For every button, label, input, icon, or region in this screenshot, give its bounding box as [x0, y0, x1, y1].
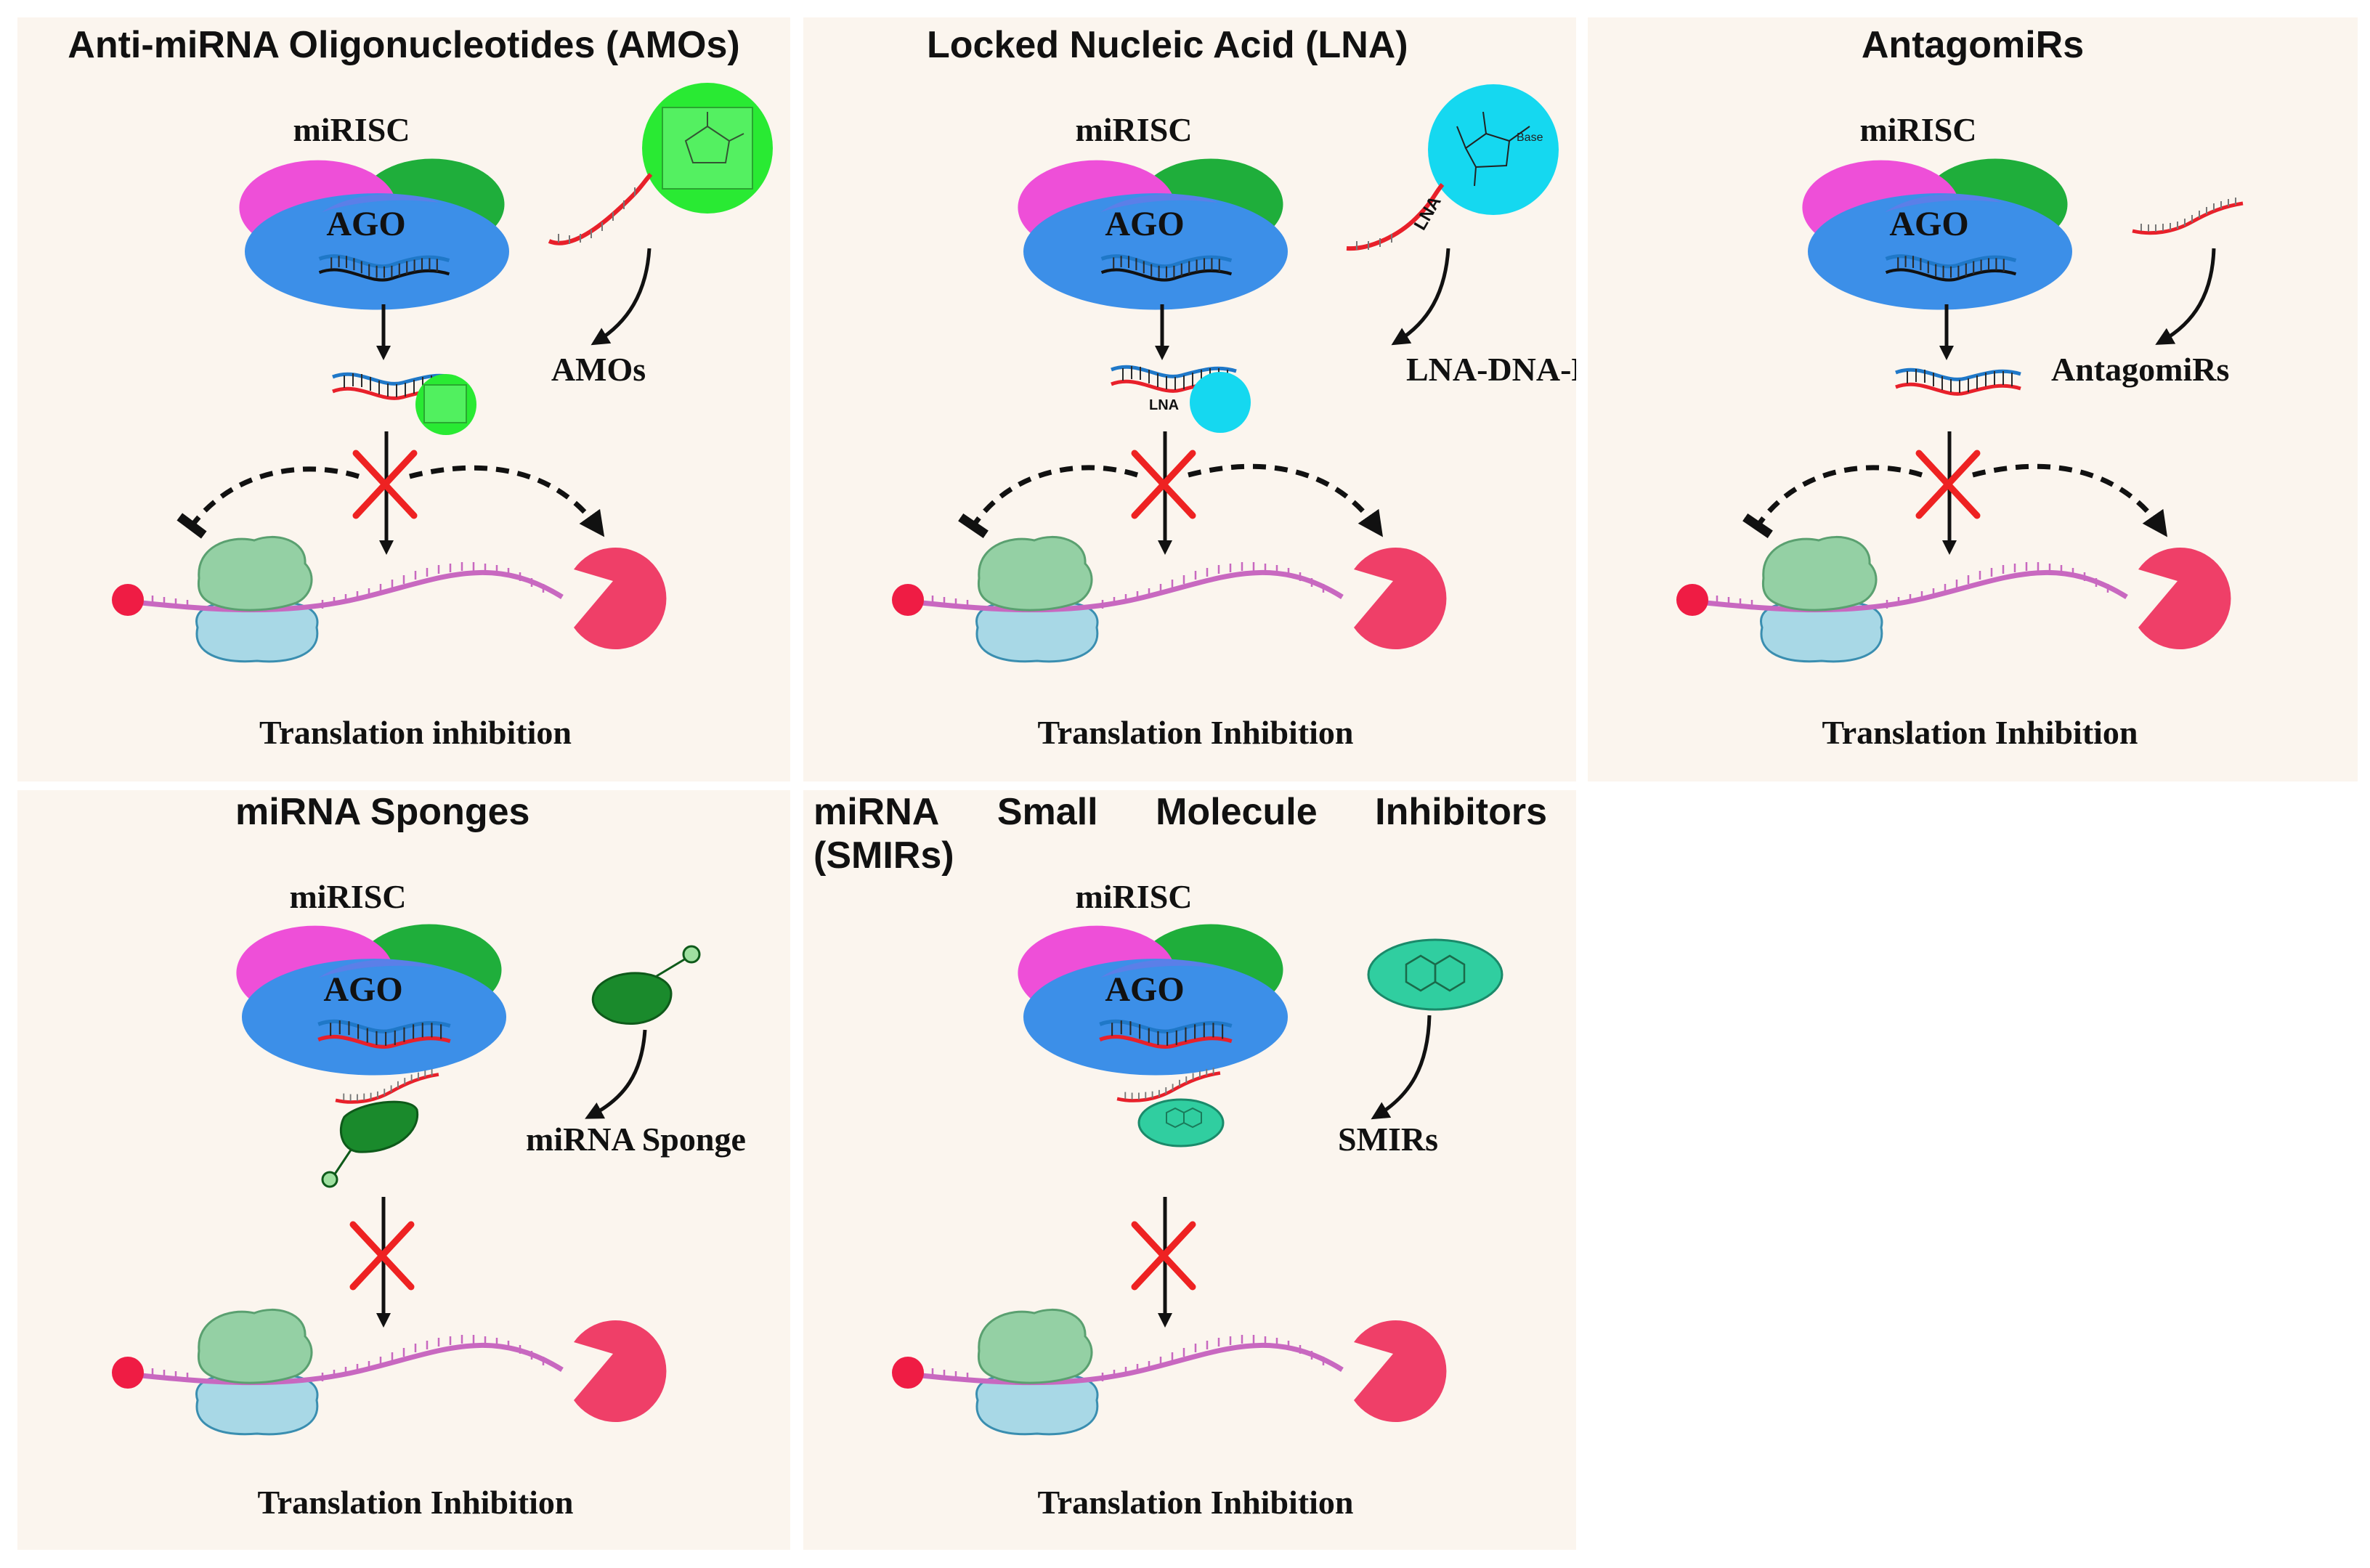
arrow-icon [1391, 248, 1450, 346]
bottom-label: Translation Inhibition [1822, 714, 2138, 751]
panel-lna: Locked Nucleic Acid (LNA) miRISC AGO LNA… [803, 17, 1576, 781]
complex-label: miRISC [1859, 111, 1976, 148]
strand-tag: LNA [1149, 397, 1179, 413]
arrow-icon [2155, 248, 2216, 345]
title-word: Small [997, 791, 1098, 833]
sponge-bound-icon [339, 1100, 419, 1153]
ribosome-translation-icon [1676, 537, 2231, 661]
base-tag: Base [1517, 131, 1543, 144]
title-line-2: (SMIRs) [813, 834, 954, 877]
panel-title: Anti-miRNA Oligonucleotides (AMOs) [68, 24, 740, 66]
bottom-label: Translation Inhibition [1037, 1484, 1353, 1521]
panel-title: miRNA Small Molecule Inhibitors (SMIRs) [813, 790, 1547, 877]
cross-icon [1915, 450, 1981, 519]
antagomirs-diagram: miRISC AGO AntagomiRs Translation Inhibi… [1588, 111, 2358, 751]
complex-label: miRISC [1075, 111, 1192, 148]
arrow-icon [591, 248, 652, 346]
ago-label: AGO [1105, 970, 1184, 1009]
bottom-label: Translation Inhibition [257, 1484, 573, 1521]
arrow-icon [585, 1029, 647, 1119]
panel-sponges: miRNA Sponges miRISC AGO miRNA Sponge Tr… [17, 790, 790, 1550]
amos-diagram: miRISC AGO AMOs Translatio [17, 83, 773, 751]
decay-arc [409, 465, 605, 537]
sponges-diagram: miRISC AGO miRNA Sponge Translation Inhi… [17, 878, 746, 1521]
ribosome-translation-icon [112, 537, 666, 661]
cross-icon [349, 1221, 415, 1291]
cross-icon [1131, 450, 1196, 519]
cross-icon [352, 450, 418, 519]
complex-label: miRISC [293, 111, 410, 148]
smirs-diagram: miRISC AGO SMIRs Translation Inhibition [803, 878, 1503, 1521]
inhibition-arc [176, 466, 360, 539]
inhibitor-label: SMIRs [1338, 1121, 1438, 1158]
inhibitor-molecule-icon [591, 972, 673, 1025]
inhibition-arc [958, 465, 1139, 539]
mirna-antagomir-duplex-icon [1896, 369, 2021, 394]
inhibitor-label: LNA-DNA-Hybrid [1406, 351, 1576, 388]
ago-label: AGO [1889, 205, 1968, 243]
inhibition-arc [1742, 465, 1923, 539]
title-word: Molecule [1156, 791, 1318, 833]
ago-label: AGO [1105, 205, 1184, 243]
bottom-label: Translation inhibition [259, 714, 572, 751]
panel-amos: Anti-miRNA Oligonucleotides (AMOs) miRIS… [17, 17, 790, 781]
complex-label: miRISC [1075, 878, 1192, 915]
panel-antagomirs: AntagomiRs miRISC AGO AntagomiRs Transla… [1588, 17, 2358, 781]
bottom-label: Translation Inhibition [1037, 714, 1353, 751]
cross-icon [1131, 1221, 1196, 1291]
inhibitor-label: AMOs [551, 351, 646, 388]
lna-diagram: miRISC AGO LNA Base LNA LNA-DNA-Hybrid [803, 84, 1576, 751]
inhibitor-molecule-icon [1428, 84, 1559, 215]
smir-bound-icon [1137, 1098, 1225, 1147]
panel-title: AntagomiRs [1861, 24, 2085, 66]
ribosome-translation-icon [112, 1309, 666, 1434]
inhibitor-label: AntagomiRs [2051, 351, 2229, 388]
strand-tag-2: LNA [1411, 192, 1445, 233]
complex-label: miRISC [289, 878, 406, 915]
panel-smirs: miRNA Small Molecule Inhibitors (SMIRs) … [803, 790, 1576, 1550]
panel-title: miRNA Sponges [235, 791, 530, 833]
decay-arc [1972, 463, 2168, 537]
ribosome-translation-icon [892, 537, 1446, 661]
panel-title: Locked Nucleic Acid (LNA) [927, 24, 1408, 66]
arrow-icon [1371, 1015, 1432, 1120]
ribosome-translation-icon [892, 1309, 1446, 1434]
ago-label: AGO [323, 970, 402, 1009]
title-word: Inhibitors [1375, 791, 1547, 833]
inhibitor-label: miRNA Sponge [526, 1121, 746, 1158]
decay-arc [1188, 463, 1384, 537]
ago-label: AGO [326, 205, 405, 243]
lna-molecule-icon [1190, 372, 1251, 433]
antagomir-strand-icon [2132, 198, 2243, 233]
title-word: miRNA [813, 791, 940, 833]
